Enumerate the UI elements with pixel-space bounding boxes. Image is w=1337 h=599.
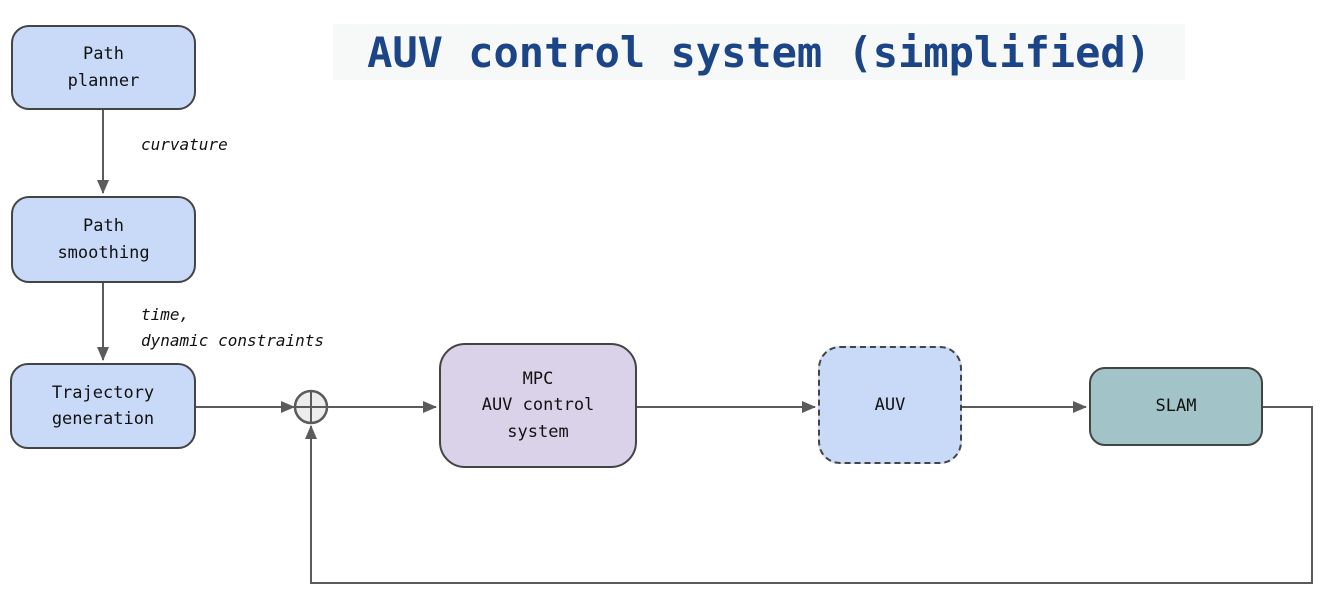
node-slam: SLAM — [1089, 367, 1263, 446]
diagram-title: AUV control system (simplified) — [333, 24, 1185, 80]
node-auv: AUV — [818, 346, 962, 464]
node-trajectory-generation: Trajectory generation — [10, 363, 196, 449]
edge-label-time-dynamic-constraints: time, dynamic constraints — [141, 305, 325, 351]
edge-label-curvature: curvature — [141, 135, 228, 154]
summing-junction-icon — [293, 389, 329, 425]
node-path-smoothing: Path smoothing — [11, 196, 196, 283]
node-path-planner: Path planner — [11, 25, 196, 110]
node-mpc-auv-control-system: MPC AUV control system — [439, 343, 637, 468]
